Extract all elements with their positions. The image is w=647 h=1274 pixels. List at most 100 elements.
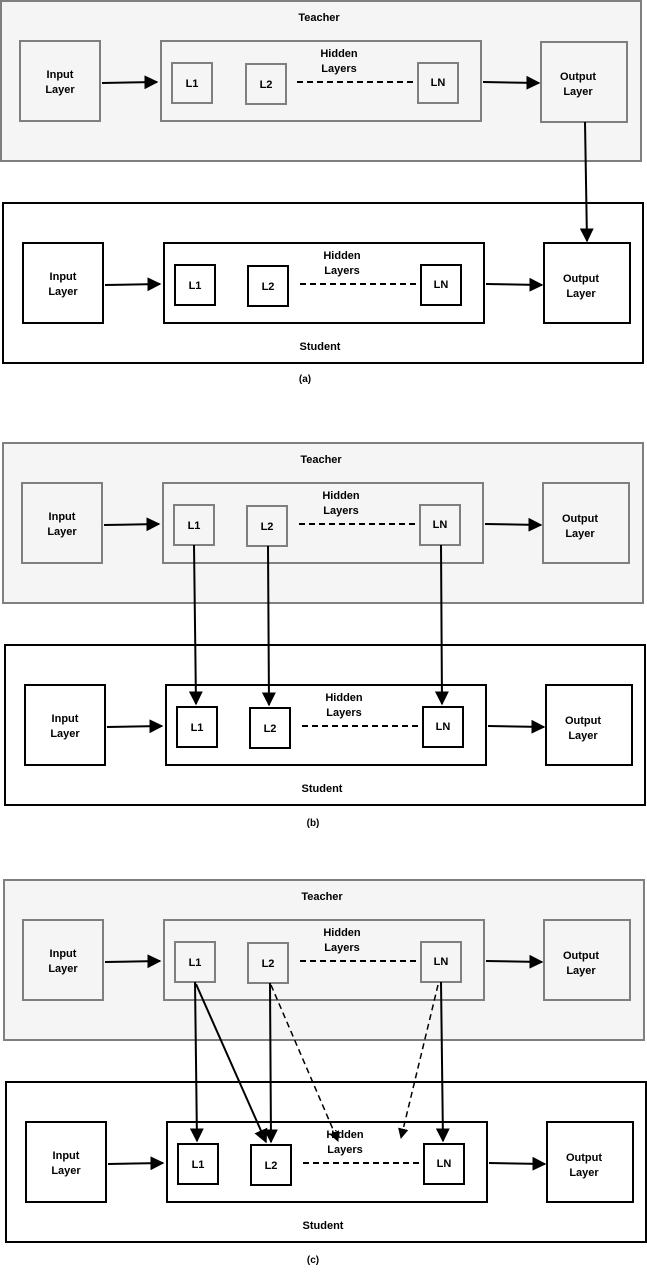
output-layer-label: Layer (568, 730, 598, 742)
student-label: Student (303, 1220, 344, 1232)
arrow (484, 517, 543, 532)
layer-ln-label: LN (437, 1158, 452, 1170)
dashed-distillation-arrow (270, 984, 340, 1142)
input-layer-label: Layer (50, 728, 80, 740)
hidden-layers-label: Layers (324, 942, 359, 954)
distillation-arrow (261, 545, 276, 707)
distillation-arrow (435, 981, 450, 1143)
layer-l1-box (171, 62, 213, 104)
hidden-layers-label: Hidden (325, 692, 363, 704)
teacher-network: Teacher Input Layer Hidden Layers L1 L2 … (2, 442, 644, 604)
output-layer-box (543, 242, 631, 324)
layer-ln-box (419, 504, 461, 546)
arrow (104, 277, 162, 292)
arrow (485, 954, 544, 969)
layer-l1-label: L1 (192, 1159, 205, 1171)
output-layer-label: Layer (566, 965, 596, 977)
panel-a: Teacher Input Layer Hidden Layers L1 L2 … (0, 0, 644, 385)
output-layer-label: Output (560, 71, 596, 83)
output-layer-label: Output (565, 715, 601, 727)
output-layer-label: Output (562, 513, 598, 525)
input-layer-label: Layer (48, 286, 78, 298)
distillation-arrow (579, 121, 594, 243)
output-layer-box (545, 684, 633, 766)
hidden-layers-label: Layers (323, 505, 358, 517)
layer-ln-label: LN (434, 279, 449, 291)
panel-c: Teacher Input Layer Hidden Layers L1 L2 … (3, 879, 647, 1266)
distillation-arrow (434, 544, 449, 706)
input-layer-box (22, 242, 104, 324)
layer-l1-label: L1 (191, 722, 204, 734)
output-layer-label: Output (566, 1152, 602, 1164)
student-network: Student Input Layer Hidden Layers L1 L2 … (2, 202, 644, 364)
teacher-label: Teacher (301, 891, 343, 903)
layer-ln-label: LN (433, 519, 448, 531)
arrow (103, 517, 161, 532)
output-layer-label: Output (563, 950, 599, 962)
layer-ln-box (417, 62, 459, 104)
output-layer-label: Output (563, 273, 599, 285)
arrow (482, 75, 541, 90)
layer-ln-box (420, 941, 462, 983)
teacher-label: Teacher (300, 454, 342, 466)
layer-l1-box (176, 706, 218, 748)
distillation-arrow (188, 544, 203, 706)
distillation-arrow (189, 981, 204, 1143)
layer-l1-box (177, 1143, 219, 1185)
output-layer-box (540, 41, 628, 123)
input-layer-box (24, 684, 106, 766)
input-layer-box (22, 919, 104, 1001)
layer-l2-box (249, 707, 291, 749)
layer-l1-box (174, 264, 216, 306)
panel-caption: (a) (299, 374, 311, 385)
layer-l2-box (247, 942, 289, 984)
hidden-layers-label: Layers (327, 1144, 362, 1156)
arrow (487, 719, 546, 734)
layer-l1-label: L1 (186, 78, 199, 90)
input-layer-label: Input (53, 1150, 80, 1162)
dashed-distillation-arrow (398, 984, 439, 1140)
teacher-network: Teacher Input Layer Hidden Layers L1 L2 … (3, 879, 645, 1041)
layer-ln-box (422, 706, 464, 748)
arrow (485, 277, 544, 292)
teacher-label: Teacher (298, 12, 340, 24)
input-layer-label: Layer (51, 1165, 81, 1177)
input-layer-label: Input (49, 511, 76, 523)
layer-l2-label: L2 (262, 281, 275, 293)
layer-l1-label: L1 (189, 957, 202, 969)
arrow (104, 954, 162, 969)
layer-l1-label: L1 (189, 280, 202, 292)
panel-caption: (c) (307, 1255, 319, 1266)
layer-l1-box (174, 941, 216, 983)
layer-l2-label: L2 (262, 958, 275, 970)
layer-l2-box (250, 1144, 292, 1186)
panel-b: Teacher Input Layer Hidden Layers L1 L2 … (2, 442, 646, 829)
hidden-layers-label: Hidden (322, 490, 360, 502)
input-layer-label: Layer (48, 963, 78, 975)
distillation-arrow (263, 982, 278, 1144)
input-layer-label: Layer (47, 526, 77, 538)
layer-l2-label: L2 (260, 79, 273, 91)
layer-ln-box (423, 1143, 465, 1185)
arrow (488, 1156, 547, 1171)
distillation-arrow (195, 983, 268, 1144)
hidden-layers-label: Layers (326, 707, 361, 719)
layer-l2-box (246, 505, 288, 547)
hidden-layers-label: Hidden (326, 1129, 364, 1141)
output-layer-label: Layer (566, 288, 596, 300)
input-layer-box (19, 40, 101, 122)
hidden-layers-label: Layers (324, 265, 359, 277)
student-label: Student (302, 783, 343, 795)
student-network: Student Input Layer Hidden Layers L1 L2 … (4, 644, 646, 806)
layer-l2-label: L2 (265, 1160, 278, 1172)
input-layer-label: Input (47, 69, 74, 81)
layer-ln-label: LN (431, 77, 446, 89)
layer-l2-label: L2 (261, 521, 274, 533)
input-layer-label: Input (50, 948, 77, 960)
arrow (106, 719, 164, 734)
hidden-layers-label: Hidden (320, 48, 358, 60)
arrow (107, 1156, 165, 1171)
input-layer-label: Input (52, 713, 79, 725)
output-layer-label: Layer (563, 86, 593, 98)
